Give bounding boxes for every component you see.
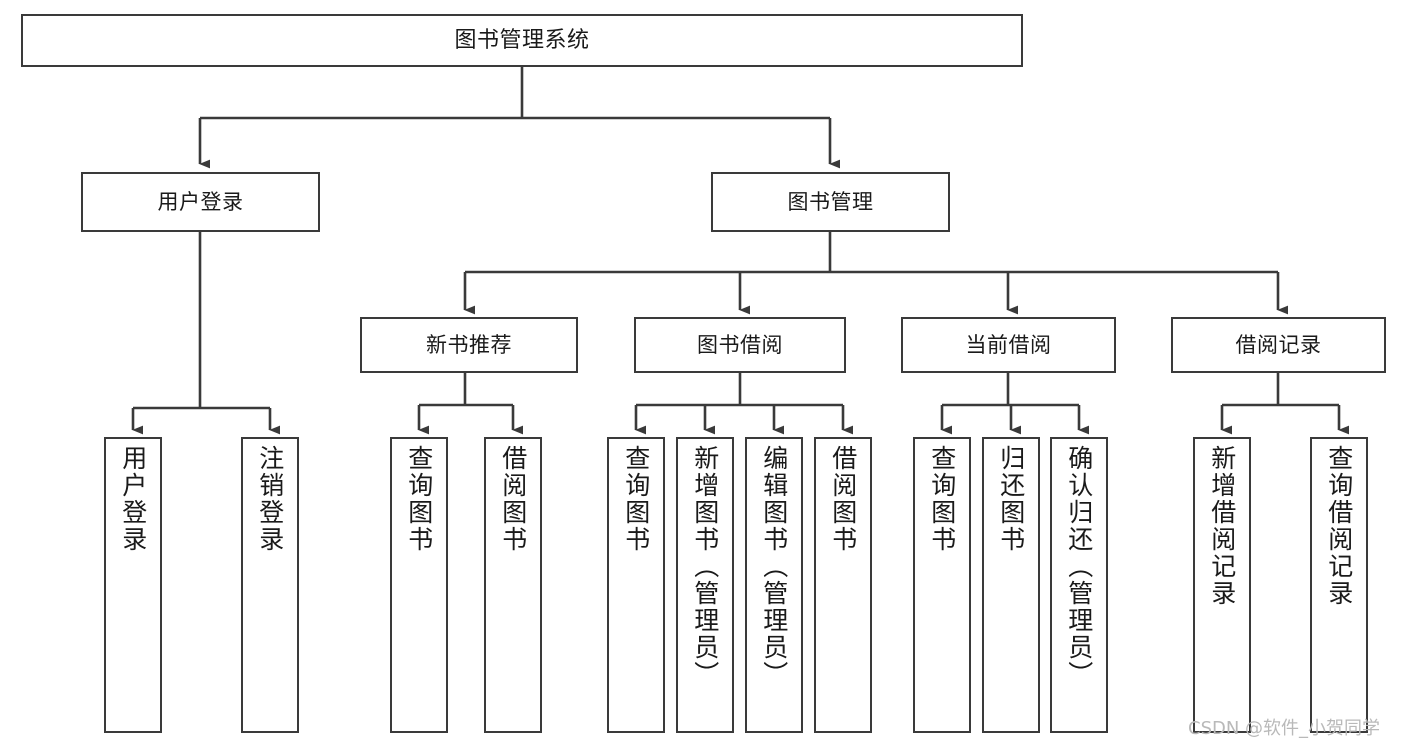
node-user-login[interactable]: 用户登录 [81,172,320,232]
node-leaf-query-book-3-label: 查询图书 [927,445,957,553]
node-leaf-borrow-book-1-label: 借阅图书 [498,445,528,553]
node-leaf-borrow-book-1[interactable]: 借阅图书 [484,437,542,733]
node-leaf-borrow-book-2-label: 借阅图书 [828,445,858,553]
node-borrow-record[interactable]: 借阅记录 [1171,317,1386,373]
node-root-label: 图书管理系统 [454,27,590,53]
node-leaf-return-book-label: 归还图书 [996,445,1026,553]
node-book-borrow[interactable]: 图书借阅 [634,317,846,373]
node-leaf-query-record[interactable]: 查询借阅记录 [1310,437,1368,733]
node-leaf-confirm-return-label: 确认归还（管理员） [1064,445,1094,688]
node-leaf-edit-book[interactable]: 编辑图书（管理员） [745,437,803,733]
csdn-watermark: CSDN @软件_小贺同学 [1188,718,1381,739]
node-leaf-user-login-label: 用户登录 [118,445,148,553]
node-leaf-logout-login-label: 注销登录 [255,445,285,553]
node-leaf-add-book-label: 新增图书（管理员） [690,445,720,688]
node-leaf-add-record-label: 新增借阅记录 [1207,445,1237,607]
node-new-book-rec[interactable]: 新书推荐 [360,317,578,373]
node-current-borrow-label: 当前借阅 [965,332,1052,357]
node-leaf-confirm-return[interactable]: 确认归还（管理员） [1050,437,1108,733]
node-leaf-query-book-1-label: 查询图书 [404,445,434,553]
node-book-manage-label: 图书管理 [787,189,874,214]
node-leaf-add-book[interactable]: 新增图书（管理员） [676,437,734,733]
node-leaf-query-book-3[interactable]: 查询图书 [913,437,971,733]
node-book-borrow-label: 图书借阅 [697,332,783,357]
node-leaf-edit-book-label: 编辑图书（管理员） [759,445,789,688]
node-leaf-user-login[interactable]: 用户登录 [104,437,162,733]
node-leaf-query-book-2-label: 查询图书 [621,445,651,553]
node-current-borrow[interactable]: 当前借阅 [901,317,1116,373]
node-leaf-query-book-2[interactable]: 查询图书 [607,437,665,733]
node-user-login-label: 用户登录 [157,189,244,214]
node-borrow-record-label: 借阅记录 [1235,332,1322,357]
node-leaf-query-book-1[interactable]: 查询图书 [390,437,448,733]
node-leaf-logout-login[interactable]: 注销登录 [241,437,299,733]
node-leaf-add-record[interactable]: 新增借阅记录 [1193,437,1251,733]
node-leaf-query-record-label: 查询借阅记录 [1324,445,1354,607]
node-book-manage[interactable]: 图书管理 [711,172,950,232]
node-leaf-return-book[interactable]: 归还图书 [982,437,1040,733]
node-root[interactable]: 图书管理系统 [21,14,1023,67]
node-leaf-borrow-book-2[interactable]: 借阅图书 [814,437,872,733]
node-new-book-rec-label: 新书推荐 [426,332,512,357]
